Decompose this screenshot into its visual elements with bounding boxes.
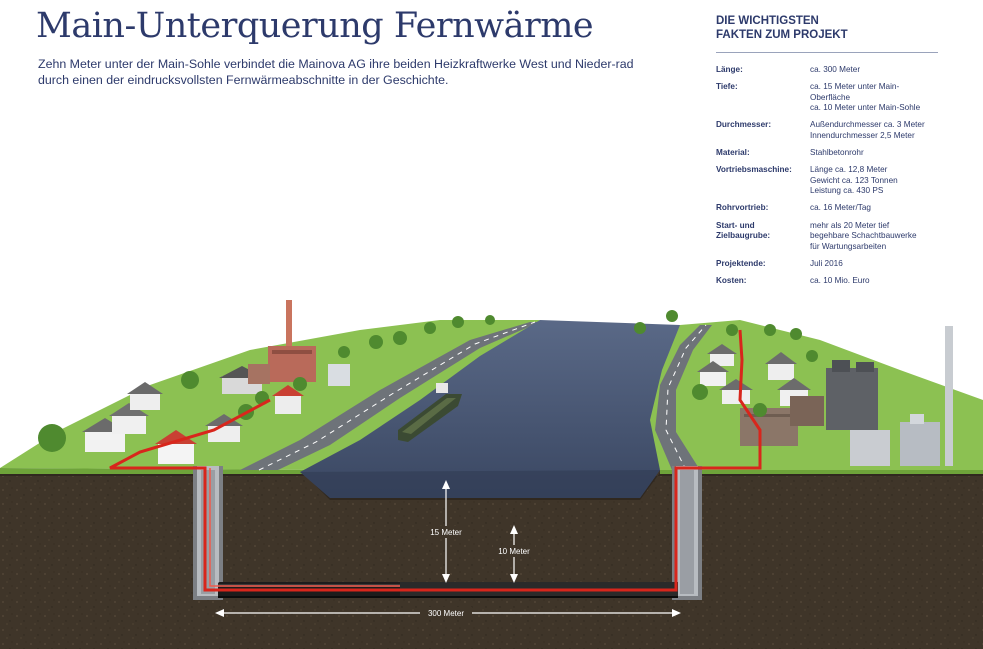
fact-label: Material:	[716, 148, 750, 158]
depth-surface-label-bg	[424, 526, 468, 538]
depth-surface-label: 15 Meter	[430, 528, 462, 537]
fact-label: Start- und Zielbaugrube:	[716, 220, 771, 241]
length-label-bg	[420, 607, 472, 619]
fact-row: Kosten: ca. 10 Mio. Euro	[716, 276, 938, 287]
fact-row: Länge: ca. 300 Meter	[716, 65, 938, 76]
facts-heading-line1: DIE WICHTIGSTEN	[716, 15, 819, 27]
facts-heading-line2: FAKTEN ZUM PROJEKT	[716, 29, 848, 41]
depth-bed-label: 10 Meter	[498, 547, 530, 556]
fact-value: Außendurchmesser ca. 3 Meter Innendurchm…	[810, 120, 925, 140]
right-houses	[697, 344, 811, 406]
fact-row: Start- und Zielbaugrube: mehr als 20 Mete…	[716, 221, 938, 253]
fact-value: Länge ca. 12,8 Meter Gewicht ca. 123 Ton…	[810, 165, 898, 196]
intro-text: Zehn Meter unter der Main-Sohle verbinde…	[38, 57, 634, 87]
fact-label: Tiefe:	[716, 82, 738, 92]
depth-bed-label-bg	[493, 545, 535, 557]
barge	[398, 383, 462, 442]
fact-row: Vortriebsmaschine: Länge ca. 12,8 Meter G…	[716, 165, 938, 197]
page-title: Main-Unterquerung Fernwärme	[36, 6, 594, 46]
fact-value: Stahlbetonrohr	[810, 148, 864, 158]
fact-label: Länge:	[716, 65, 743, 74]
fact-label: Durchmesser:	[716, 120, 772, 130]
heizkraftwerk-west	[248, 300, 350, 386]
fact-label: Projektende:	[716, 258, 766, 268]
fact-label: Vortriebsmaschine:	[716, 165, 792, 175]
fernwaerme-leitung	[109, 329, 762, 592]
fact-value: ca. 16 Meter/Tag	[810, 203, 871, 213]
fact-row: Rohrvortrieb: ca. 16 Meter/Tag	[716, 203, 938, 214]
trees	[38, 310, 818, 452]
tunnel-diagram: 15 Meter 10 Meter 300 Meter	[0, 300, 983, 649]
fact-value: mehr als 20 Meter tief begehbare Schacht…	[810, 220, 917, 251]
fact-row: Material: Stahlbetonrohr	[716, 148, 938, 159]
river-main	[300, 320, 680, 498]
left-houses	[82, 366, 304, 464]
facts-heading: DIE WICHTIGSTEN FAKTEN ZUM PROJEKT	[716, 14, 938, 53]
fact-value: ca. 10 Mio. Euro	[810, 275, 870, 285]
fact-row: Projektende: Juli 2016	[716, 259, 938, 270]
fact-label: Kosten:	[716, 275, 747, 285]
facts-panel: DIE WICHTIGSTEN FAKTEN ZUM PROJEKT Länge…	[716, 14, 938, 287]
fact-label: Rohrvortrieb:	[716, 203, 769, 213]
fact-value: ca. 300 Meter	[810, 65, 861, 74]
fact-row: Durchmesser: Außendurchmesser ca. 3 Meter…	[716, 120, 938, 141]
fact-value: Juli 2016	[810, 258, 843, 268]
fact-value: ca. 15 Meter unter Main-Oberfläche ca. 1…	[810, 82, 921, 113]
start-shaft	[193, 466, 223, 600]
fact-row: Tiefe: ca. 15 Meter unter Main-Oberfläche…	[716, 82, 938, 114]
length-label: 300 Meter	[428, 609, 464, 618]
